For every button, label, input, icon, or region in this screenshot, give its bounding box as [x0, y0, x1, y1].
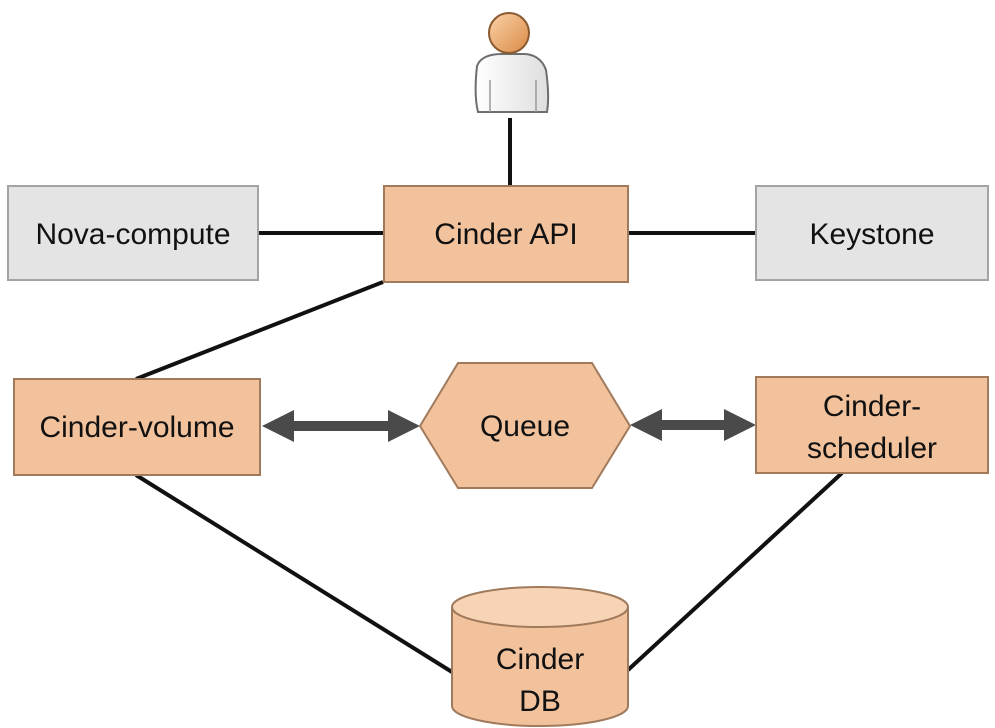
queue-hexagon: Queue [418, 362, 632, 489]
nova-compute-box: Nova-compute [7, 185, 259, 281]
cinder-db-label-line1: Cinder [496, 643, 584, 676]
cinder-scheduler-box: Cinder- scheduler [755, 376, 989, 474]
queue-label: Queue [480, 410, 570, 443]
cinder-volume-label: Cinder-volume [39, 411, 234, 444]
keystone-label: Keystone [809, 218, 934, 251]
keystone-box: Keystone [755, 185, 989, 281]
connector-scheduler-db [626, 471, 844, 672]
queue-arrows [262, 409, 756, 442]
cinder-scheduler-label-line1: Cinder- [823, 390, 921, 423]
cinder-volume-box: Cinder-volume [13, 378, 261, 476]
connector-api-volume [135, 280, 384, 381]
cinder-api-label: Cinder API [434, 218, 577, 251]
connector-volume-db [134, 473, 454, 674]
cinder-db-cylinder: Cinder DB [451, 586, 629, 727]
cinder-api-box: Cinder API [383, 185, 629, 283]
connectors [134, 118, 844, 674]
cinder-scheduler-label-line2: scheduler [807, 432, 937, 465]
user-icon [474, 12, 550, 113]
arrow-queue-scheduler [630, 409, 756, 441]
nova-compute-label: Nova-compute [35, 218, 230, 251]
cinder-db-label-line2: DB [519, 685, 561, 718]
arrow-volume-queue [262, 410, 420, 442]
